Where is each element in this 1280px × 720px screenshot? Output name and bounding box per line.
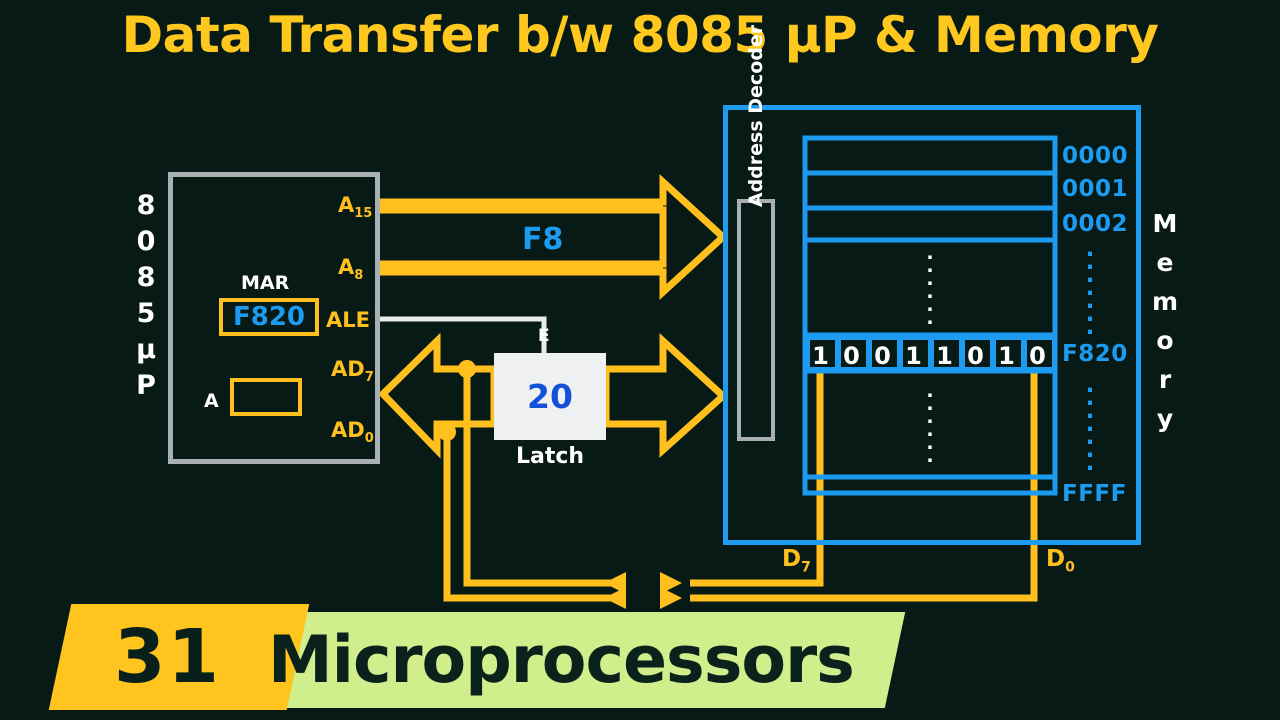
memory-bit: 0 (874, 342, 895, 370)
latch-block: 20 (494, 353, 606, 440)
page-title: Data Transfer b/w 8085 μP & Memory (121, 6, 1159, 64)
memory-label-char: r (1158, 365, 1172, 394)
pin-label-a15: A15 (338, 193, 373, 222)
address-bus-label: F8 (522, 222, 564, 257)
memory-word-cells (806, 336, 1056, 371)
pin-label-a8: A8 (338, 255, 364, 284)
memory-grid-ellipsis-upper: ...... (926, 242, 934, 329)
pin-label-ad0: AD0 (331, 418, 374, 447)
cpu-block-8085 (168, 172, 380, 464)
memory-bit: 1 (812, 342, 833, 370)
memory-label-char: M (1152, 209, 1178, 238)
memory-bit: 1 (905, 342, 926, 370)
data-line-label-d7: D7 (782, 546, 811, 576)
memory-d7-wire (690, 371, 824, 587)
accumulator-register-value (230, 378, 302, 416)
bidirectional-arrowheads (604, 572, 682, 609)
cpu-name-char: 8 (136, 262, 156, 293)
memory-bit: 1 (936, 342, 957, 370)
ad0-branch-wire (438, 423, 620, 602)
memory-grid-ellipsis-lower: ...... (926, 380, 934, 467)
memory-bit: 0 (1029, 342, 1050, 370)
cpu-name-char: μ (136, 334, 156, 365)
memory-row-label-0002: 0002 (1062, 211, 1129, 237)
memory-bit: 0 (967, 342, 988, 370)
mar-register-label: MAR (241, 272, 290, 294)
ale-line (380, 316, 547, 353)
cpu-name-char: 8 (136, 190, 156, 221)
memory-row-label-0001: 0001 (1062, 176, 1129, 202)
memory-d0-wire (690, 371, 1038, 602)
memory-label-char: y (1156, 404, 1174, 433)
memory-bit: 0 (843, 342, 864, 370)
address-decoder-box (737, 199, 775, 441)
memory-block (723, 105, 1141, 545)
latch-enable-label: E (538, 326, 550, 346)
cpu-name-char: 5 (136, 298, 156, 329)
memory-label-ellipsis-lower: ....... (1085, 372, 1095, 476)
footer-series-title: Microprocessors (268, 622, 855, 698)
address-decoder-label: Address Decoder (745, 24, 767, 208)
memory-row-label-f820: F820 (1062, 341, 1128, 367)
pin-label-ad7: AD7 (331, 357, 374, 386)
mar-register-value: F820 (219, 298, 319, 336)
cpu-name-char: P (136, 370, 156, 401)
latch-caption: Latch (515, 444, 585, 469)
footer-episode-number: 31 (114, 614, 221, 700)
address-bus-arrow (376, 174, 729, 300)
memory-bit: 1 (998, 342, 1019, 370)
pin-label-ale: ALE (326, 308, 370, 332)
memory-label-char: m (1151, 287, 1179, 316)
cpu-name-char: 0 (136, 226, 156, 257)
memory-label-char: o (1156, 326, 1174, 355)
data-bus-arrow-right (602, 333, 729, 458)
memory-label-char: e (1156, 248, 1174, 277)
cpu-name-vertical: 8 0 8 5 μ P (128, 188, 164, 404)
data-line-label-d0: D0 (1046, 546, 1075, 576)
memory-row-label-0000: 0000 (1062, 143, 1129, 169)
memory-vertical-label: M e m o r y (1148, 204, 1182, 438)
ad7-branch-wire (458, 360, 620, 587)
memory-row-label-ffff: FFFF (1062, 481, 1127, 507)
memory-label-ellipsis-upper: ....... (1085, 236, 1095, 340)
accumulator-register-label: A (204, 390, 219, 412)
